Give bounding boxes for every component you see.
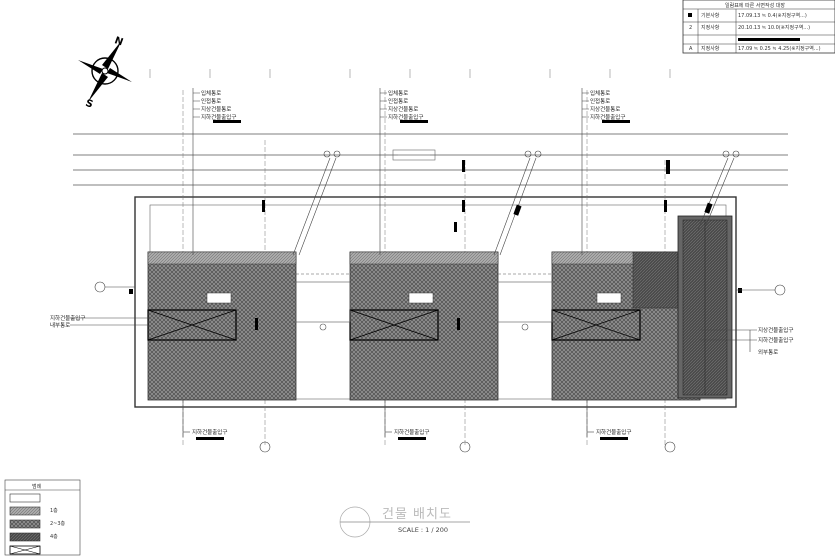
corridors xyxy=(295,273,553,331)
revision-row-3-code: 지정사항 xyxy=(701,45,720,52)
drawing-scale: SCALE : 1 / 200 xyxy=(398,526,448,534)
label-right-0: 지상건물출입구 xyxy=(758,326,793,334)
legend-row-1: 1층 xyxy=(50,507,58,514)
revision-mark-square-icon xyxy=(688,13,692,17)
legend-row-3: 4층 xyxy=(50,533,58,540)
label-b2-3: 지하건물출입구 xyxy=(388,113,423,121)
callout-lower xyxy=(182,400,676,453)
grid-ticks-top xyxy=(149,69,671,78)
compass-south-label: S xyxy=(84,98,95,111)
label-b1-1: 인접통로 xyxy=(201,97,221,105)
callout-building-3: 입체통로 인접통로 지상건물통로 지하건물출입구 xyxy=(581,88,630,255)
drawing-title: 건물 배치도 xyxy=(382,507,452,522)
label-b1-3: 지하건물출입구 xyxy=(201,113,236,121)
dimension-markers xyxy=(129,160,742,330)
label-lower-2: 지하건물출입구 xyxy=(394,428,429,436)
label-right-2: 외부통로 xyxy=(758,349,778,356)
revision-table-header: 일람표에 따른 서면작성 대장 xyxy=(725,2,785,9)
label-b2-2: 지상건물통로 xyxy=(388,105,418,113)
label-left-1: 내부통로 xyxy=(50,321,70,329)
building-3 xyxy=(551,251,701,401)
leader-lines xyxy=(292,150,740,256)
callout-building-2: 입체통로 인접통로 지상건물통로 지하건물출입구 xyxy=(379,88,428,255)
label-b3-1: 인접통로 xyxy=(590,97,610,105)
label-b1-2: 지상건물통로 xyxy=(201,105,231,113)
building-2 xyxy=(349,251,499,401)
label-b2-1: 인접통로 xyxy=(388,97,408,105)
revision-row-2-text: 20.10.13 ≒ 10.0(※지정구역...) xyxy=(738,24,810,31)
revision-table: 일람표에 따른 서면작성 대장 기본사항 17.09.13 ≒ 0.4(※지정구… xyxy=(682,0,835,54)
label-b3-2: 지상건물통로 xyxy=(590,105,620,113)
site-boundary xyxy=(134,196,737,408)
label-b3-3: 지하건물출입구 xyxy=(590,113,625,121)
label-lower-1: 지하건물출입구 xyxy=(192,428,227,436)
building-1 xyxy=(147,251,297,401)
label-lower-3: 지하건물출입구 xyxy=(596,428,631,436)
revision-row-3-text: 17.09 ≒ 0.25 ≒ 4.25(※지정구역...) xyxy=(738,45,821,52)
legend: 범례 1층 2~3층 4층 xyxy=(4,479,81,556)
revision-row-1-text: 17.09.13 ≒ 0.4(※지정구역...) xyxy=(738,12,807,19)
road-lines xyxy=(73,133,788,186)
label-left-0: 지하건물출입구 xyxy=(50,314,85,322)
revision-row-1-code: 기본사항 xyxy=(701,12,720,19)
callout-building-1: 입체통로 인접통로 지상건물통로 지하건물출입구 xyxy=(192,88,241,255)
revision-row-2-code: 지정사항 xyxy=(701,24,720,31)
legend-header: 범례 xyxy=(32,483,42,490)
north-arrow-compass: N S xyxy=(78,35,132,111)
revision-bar xyxy=(738,38,800,41)
label-b2-0: 입체통로 xyxy=(388,89,408,97)
road-sign-box xyxy=(392,149,436,161)
label-b1-0: 입체통로 xyxy=(201,89,221,97)
drawing-title-block: 건물 배치도 SCALE : 1 / 200 xyxy=(339,506,470,538)
label-right-1: 지하건물출입구 xyxy=(758,336,793,344)
revision-row-2-mark: 2 xyxy=(689,25,692,31)
compass-north-label: N xyxy=(113,35,125,48)
callout-right: 지상건물출입구 지하건물출입구 외부통로 xyxy=(700,284,793,356)
legend-row-2: 2~3층 xyxy=(50,520,66,527)
callout-left: 지하건물출입구 내부통로 xyxy=(50,281,148,329)
revision-row-3-mark: A xyxy=(689,46,693,52)
label-b3-0: 입체통로 xyxy=(590,89,610,97)
